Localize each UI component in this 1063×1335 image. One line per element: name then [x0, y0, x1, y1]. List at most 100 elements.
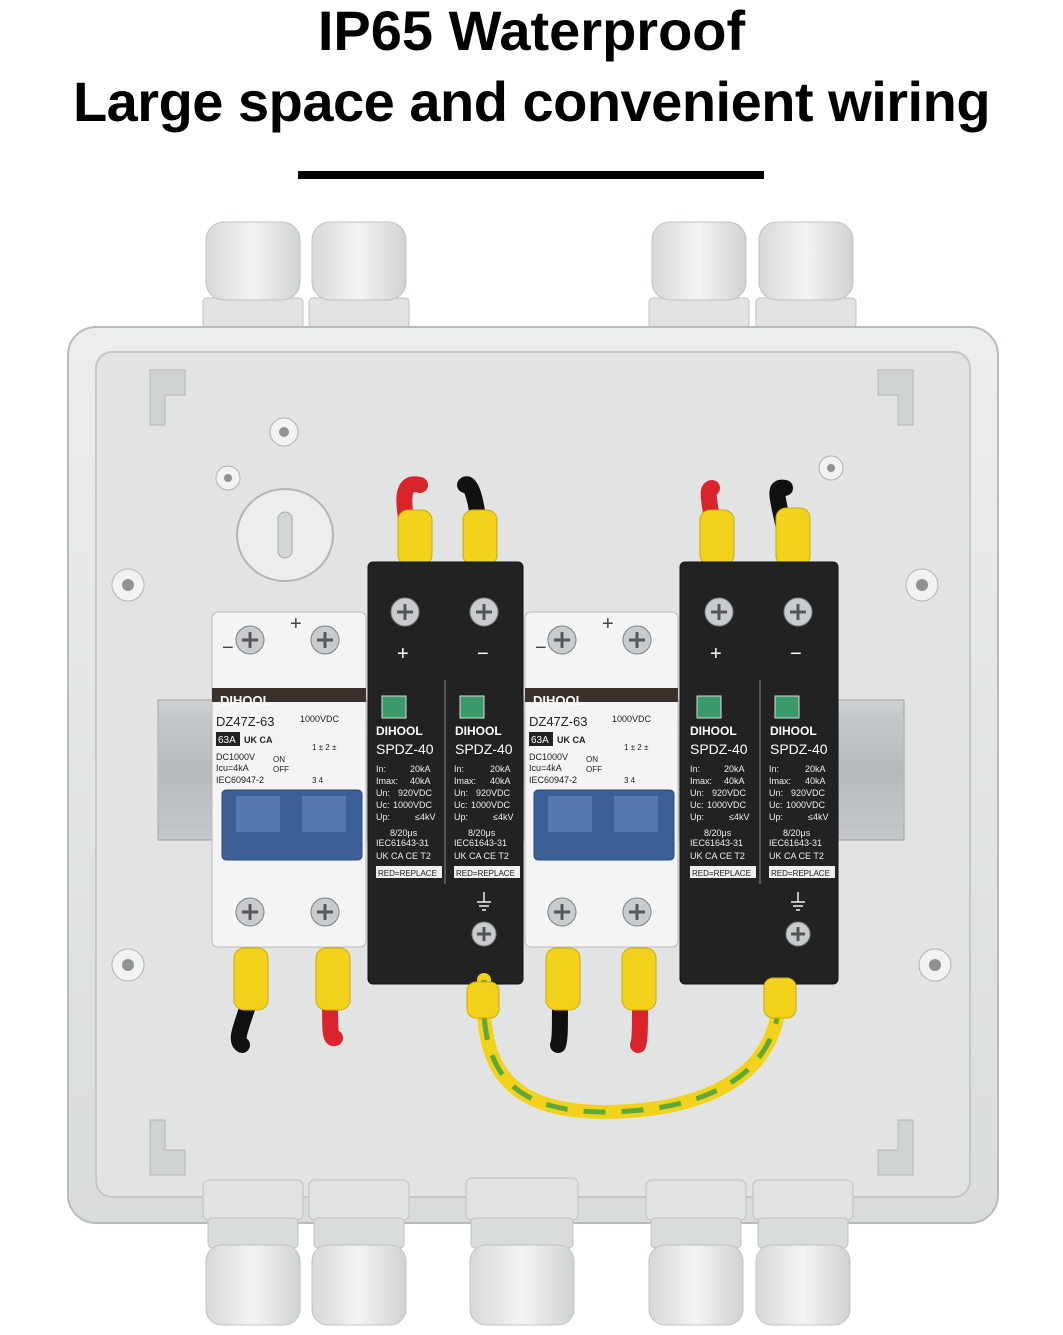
- spd-wave: 8/20μs: [783, 828, 811, 838]
- spd-uc-value: 1000VDC: [786, 800, 826, 810]
- spd-un-value: 920VDC: [476, 788, 511, 798]
- spd-brand: DIHOOL: [455, 724, 502, 738]
- wires-top: [396, 476, 811, 568]
- spd-brand: DIHOOL: [376, 724, 423, 738]
- term-minus: −: [222, 637, 234, 659]
- term-plus: +: [602, 613, 614, 635]
- term-minus: −: [535, 637, 547, 659]
- surge-protector: + − DIHOOL DIHOOL SPDZ-40 SPDZ-40 In: 20k…: [679, 561, 839, 985]
- spd-in-value: 20kA: [805, 764, 826, 774]
- cable-gland: [308, 221, 410, 329]
- spd-replace: RED=REPLACE: [692, 869, 751, 878]
- spd-wave: 8/20μs: [468, 828, 496, 838]
- spd-uc: Uc:: [454, 800, 468, 810]
- breaker-poles-top: 1 ± 2 ±: [312, 743, 337, 752]
- spd-standard: IEC61643-31: [454, 838, 507, 848]
- spd-imax: Imax:: [690, 776, 712, 786]
- spd-up: Up:: [454, 812, 468, 822]
- breaker-rating: 63A: [531, 735, 549, 746]
- cable-gland: [465, 1177, 579, 1326]
- spd-cert: UK CA CE T2: [690, 851, 745, 861]
- cable-gland: [308, 1179, 410, 1326]
- spd-uc: Uc:: [690, 800, 704, 810]
- spd-uc-value: 1000VDC: [471, 800, 511, 810]
- breaker-off-label: OFF: [586, 765, 602, 774]
- spd-un-value: 920VDC: [712, 788, 747, 798]
- spd-in: In:: [769, 764, 779, 774]
- spd-brand: DIHOOL: [690, 724, 737, 738]
- headline-line-1: IP65 Waterproof: [317, 0, 746, 62]
- spd-wave: 8/20μs: [390, 828, 418, 838]
- spd-up: Up:: [376, 812, 390, 822]
- breaker-model: DZ47Z-63: [529, 714, 588, 729]
- spd-imax-value: 40kA: [410, 776, 431, 786]
- spd-up: Up:: [769, 812, 783, 822]
- spd-plus: +: [710, 643, 722, 665]
- spd-replace: RED=REPLACE: [456, 869, 515, 878]
- spd-model: SPDZ-40: [376, 741, 434, 757]
- top-glands: [202, 221, 857, 329]
- cable-gland: [202, 221, 304, 329]
- breaker-off-label: OFF: [273, 765, 289, 774]
- spd-standard: IEC61643-31: [769, 838, 822, 848]
- cable-gland: [645, 1179, 747, 1326]
- spd-imax: Imax:: [769, 776, 791, 786]
- breaker-spec2: Icu=4kA: [216, 763, 249, 773]
- dc-breaker: − + DIHOOL DZ47Z-63 1000VDC 63A UK CA DC…: [211, 611, 367, 948]
- ground-icon: [477, 892, 491, 911]
- term-plus: +: [290, 613, 302, 635]
- spd-uc-value: 1000VDC: [707, 800, 747, 810]
- breaker-on-label: ON: [586, 755, 598, 764]
- spd-cert: UK CA CE T2: [376, 851, 431, 861]
- spd-uc: Uc:: [376, 800, 390, 810]
- breaker-rating: 63A: [218, 735, 236, 746]
- breaker-standard: IEC60947-2: [216, 775, 264, 785]
- spd-cert: UK CA CE T2: [454, 851, 509, 861]
- spd-in-value: 20kA: [410, 764, 431, 774]
- breaker-cert: UK CA: [557, 735, 586, 745]
- cable-gland: [752, 1179, 854, 1326]
- cable-gland: [648, 221, 750, 329]
- wires-bottom: [230, 947, 797, 1120]
- spd-un: Un:: [690, 788, 704, 798]
- spd-un: Un:: [769, 788, 783, 798]
- breaker-poles-bottom: 3 4: [624, 776, 636, 785]
- spd-imax-value: 40kA: [490, 776, 511, 786]
- breaker-spec2: Icu=4kA: [529, 763, 562, 773]
- breaker-brand: DIHOOL: [220, 693, 271, 708]
- spd-minus: −: [477, 643, 489, 665]
- spd-imax-value: 40kA: [724, 776, 745, 786]
- breaker-cert: UK CA: [244, 735, 273, 745]
- spd-in-value: 20kA: [724, 764, 745, 774]
- spd-model: SPDZ-40: [770, 741, 828, 757]
- spd-un: Un:: [376, 788, 390, 798]
- spd-imax: Imax:: [376, 776, 398, 786]
- spd-in-value: 20kA: [490, 764, 511, 774]
- breaker-voltage: 1000VDC: [300, 714, 340, 724]
- spd-model: SPDZ-40: [690, 741, 748, 757]
- junction-box-photo: − + DIHOOL DZ47Z-63 1000VDC 63A UK CA DC…: [67, 221, 999, 1326]
- breaker-on-label: ON: [273, 755, 285, 764]
- spd-uc: Uc:: [769, 800, 783, 810]
- spd-brand: DIHOOL: [770, 724, 817, 738]
- spd-wave: 8/20μs: [704, 828, 732, 838]
- spd-standard: IEC61643-31: [376, 838, 429, 848]
- spd-up-value: ≤4kV: [729, 812, 749, 822]
- spd-in: In:: [690, 764, 700, 774]
- spd-replace: RED=REPLACE: [771, 869, 830, 878]
- title-underline: [298, 171, 764, 179]
- cable-gland: [202, 1179, 304, 1326]
- bottom-glands: [202, 1177, 854, 1326]
- dc-breaker: − + DIHOOL DZ47Z-63 1000VDC 63A UK CA DC…: [524, 611, 679, 948]
- breaker-poles-bottom: 3 4: [312, 776, 324, 785]
- spd-cert: UK CA CE T2: [769, 851, 824, 861]
- spd-minus: −: [790, 643, 802, 665]
- breaker-poles-top: 1 ± 2 ±: [624, 743, 649, 752]
- spd-un-value: 920VDC: [398, 788, 433, 798]
- spd-uc-value: 1000VDC: [393, 800, 433, 810]
- spd-un-value: 920VDC: [791, 788, 826, 798]
- spd-in: In:: [376, 764, 386, 774]
- headline-line-2: Large space and convenient wiring: [72, 70, 991, 133]
- breaker-voltage: 1000VDC: [612, 714, 652, 724]
- breaker-brand: DIHOOL: [533, 693, 584, 708]
